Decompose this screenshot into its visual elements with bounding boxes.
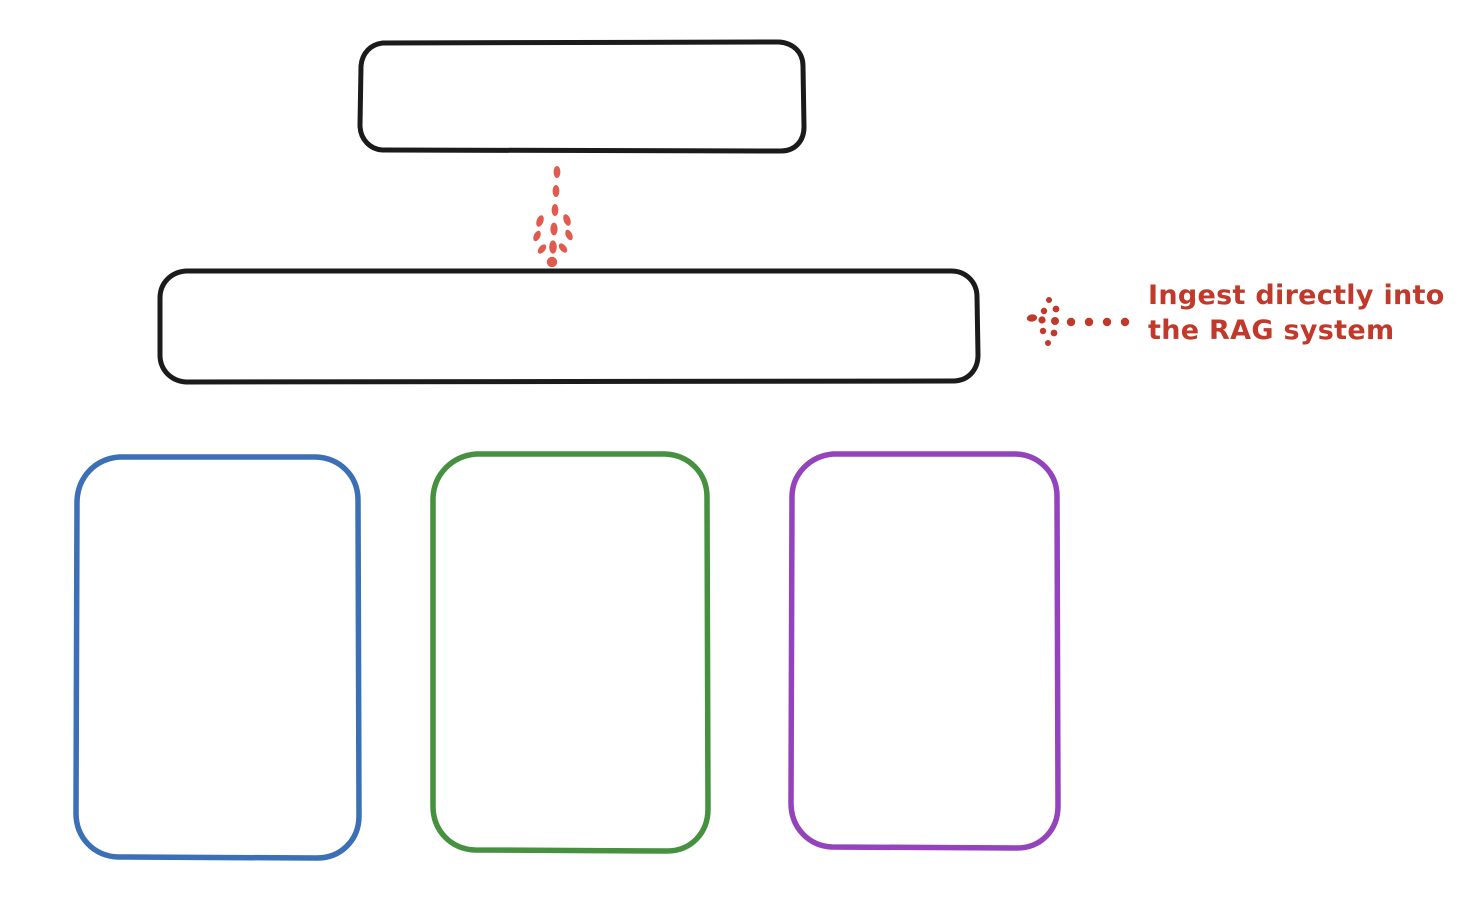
vector-index-label: VectorIndex (131, 723, 304, 753)
relational-io-label: RelationalIO (insert_sql, query_sql) (836, 570, 1013, 664)
node-key-value-io[interactable]: KeyValueIO (set_key, delete_key, get) Ke… (427, 449, 713, 856)
sql-table-label: SQLTable (860, 701, 989, 731)
node-agent[interactable]: AGENT (357, 39, 807, 154)
ingest-annotation: Ingest directly into the RAG system (1148, 280, 1445, 347)
node-rag-tool[interactable]: RAG Tool (156, 267, 982, 385)
node-relational-io[interactable]: RelationalIO (insert_sql, query_sql) SQL… (786, 449, 1063, 853)
key-value-io-label: KeyValueIO (set_key, delete_key, get) (454, 571, 686, 666)
vector-io-label: VectorIO (insert_chunks, delete_chunks, … (107, 559, 328, 687)
node-vector-io[interactable]: VectorIO (insert_chunks, delete_chunks, … (71, 451, 364, 863)
key-value-index-label: KeyValueIndex (463, 703, 677, 732)
rag-tool-label: RAG Tool (503, 308, 635, 343)
agent-label: AGENT (520, 79, 644, 114)
